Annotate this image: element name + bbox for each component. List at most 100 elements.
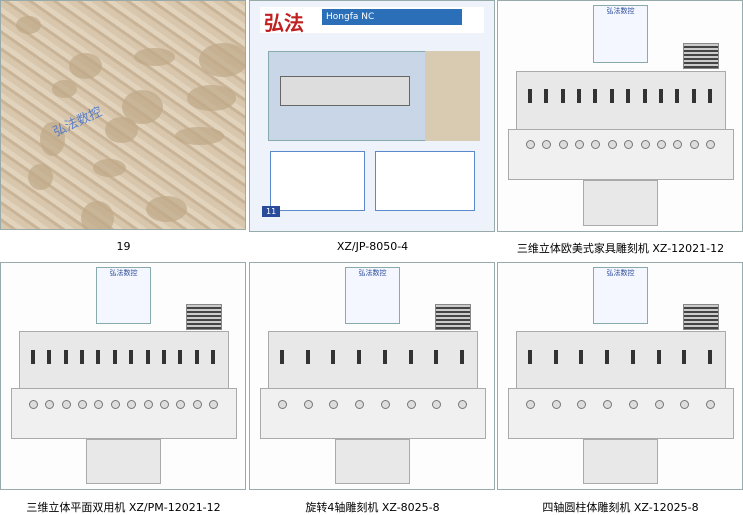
roller	[640, 140, 650, 150]
roller	[29, 399, 38, 409]
roller	[406, 399, 416, 409]
roller	[706, 140, 715, 150]
watermark: 弘法数控	[51, 104, 105, 141]
roller	[159, 399, 169, 409]
spindle	[211, 349, 215, 364]
vent	[186, 304, 222, 331]
spindle	[112, 349, 117, 364]
roller	[607, 140, 617, 150]
spindle	[579, 349, 584, 364]
spindle	[434, 349, 439, 364]
roller	[558, 140, 568, 150]
brand-sign: 弘法数控	[593, 5, 648, 63]
spindle	[528, 349, 532, 364]
roller	[458, 399, 467, 409]
spindle	[609, 89, 614, 104]
product-caption[interactable]: 19	[116, 240, 131, 253]
spindle	[63, 349, 68, 364]
roller	[624, 140, 634, 150]
spindle	[528, 89, 532, 104]
brand-sign: 弘法数控	[593, 267, 648, 324]
spindle	[357, 349, 362, 364]
brand-sign: 弘法数控	[96, 267, 151, 324]
spindle	[178, 349, 183, 364]
roller	[689, 140, 699, 150]
roller	[380, 399, 390, 409]
spindle	[675, 89, 680, 104]
spindle	[682, 349, 687, 364]
roller	[278, 399, 287, 409]
roller	[542, 140, 552, 150]
roller	[355, 399, 365, 409]
spindle	[656, 349, 661, 364]
roller	[209, 399, 218, 409]
spindle	[194, 349, 199, 364]
roller	[654, 399, 664, 409]
brand-name: Hongfa NC	[322, 9, 462, 25]
roller	[575, 140, 585, 150]
spindle	[560, 89, 565, 104]
product-image[interactable]: 弘法 Hongfa NC 11	[249, 0, 495, 232]
roller	[526, 399, 535, 409]
product-caption[interactable]: 旋转4轴雕刻机 XZ-8025-8	[305, 501, 440, 514]
product-caption[interactable]: 四轴圆柱体雕刻机 XZ-12025-8	[542, 501, 699, 514]
vent	[683, 42, 719, 69]
vent	[435, 304, 471, 331]
spindle	[280, 349, 284, 364]
roller	[656, 140, 666, 150]
roller	[591, 140, 601, 150]
spindle	[305, 349, 310, 364]
roller	[127, 399, 137, 409]
brand-sign: 弘法数控	[345, 267, 400, 324]
roller	[45, 399, 55, 409]
roller	[706, 399, 715, 409]
brand-logo: 弘法	[264, 11, 304, 35]
roller	[432, 399, 442, 409]
roller	[303, 399, 313, 409]
roller	[78, 399, 88, 409]
roller	[61, 399, 71, 409]
spindle	[161, 349, 166, 364]
roller	[577, 399, 587, 409]
roller	[94, 399, 104, 409]
roller	[192, 399, 202, 409]
spindle	[331, 349, 336, 364]
roller	[176, 399, 186, 409]
spindle	[544, 89, 549, 104]
spindle	[658, 89, 663, 104]
spindle	[708, 349, 712, 364]
spindle	[47, 349, 52, 364]
spindle	[577, 89, 582, 104]
roller	[628, 399, 638, 409]
product-image[interactable]: 弘法数控	[0, 262, 246, 490]
roller	[110, 399, 120, 409]
product-caption[interactable]: 三维立体平面双用机 XZ/PM-12021-12	[26, 501, 221, 514]
product-image[interactable]: 弘法数控	[497, 0, 743, 232]
spindle	[708, 89, 712, 104]
spindle	[605, 349, 610, 364]
spindle	[96, 349, 101, 364]
spindle	[553, 349, 558, 364]
roller	[551, 399, 561, 409]
spindle	[593, 89, 598, 104]
product-image[interactable]: 弘法数控	[0, 0, 246, 230]
roller	[143, 399, 153, 409]
spindle	[129, 349, 134, 364]
spindle	[382, 349, 387, 364]
spindle	[31, 349, 35, 364]
product-caption[interactable]: 三维立体欧美式家具雕刻机 XZ-12021-12	[516, 242, 725, 255]
roller	[329, 399, 339, 409]
product-image[interactable]: 弘法数控	[249, 262, 495, 490]
roller	[673, 140, 683, 150]
roller	[603, 399, 613, 409]
product-caption[interactable]: XZ/JP-8050-4	[336, 240, 409, 253]
vent	[683, 304, 719, 331]
spindle	[642, 89, 647, 104]
spindle	[630, 349, 635, 364]
roller	[680, 399, 690, 409]
page-number: 11	[262, 206, 281, 217]
spindle	[80, 349, 85, 364]
spindle	[408, 349, 413, 364]
spindle	[626, 89, 631, 104]
product-image[interactable]: 弘法数控	[497, 262, 743, 490]
